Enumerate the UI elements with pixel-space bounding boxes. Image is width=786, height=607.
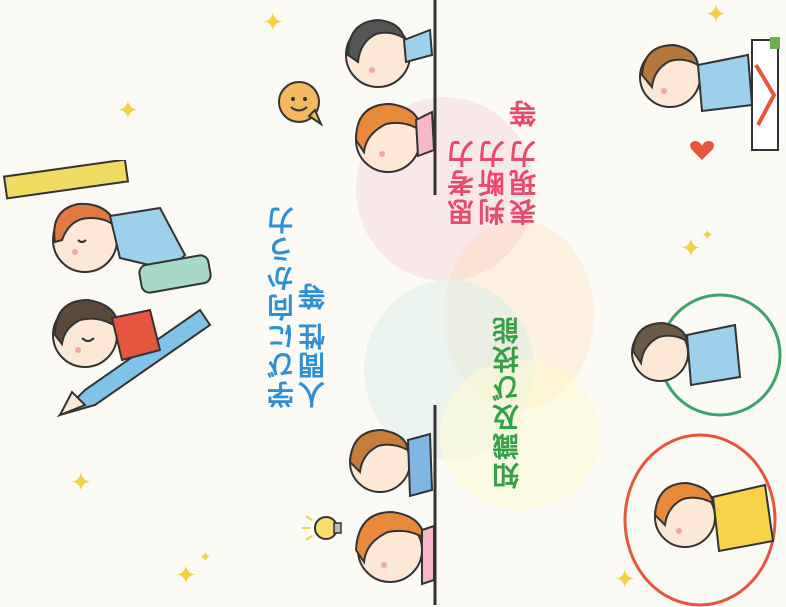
- label-line-2: 人間性 等: [299, 280, 331, 408]
- label-shikouryoku: 思考力 判断力 表現力 等: [448, 98, 541, 225]
- lightbulb-icon: [302, 515, 342, 541]
- sparkle-icon: ✦: [680, 234, 702, 264]
- label-line-1: 学びに向かう力: [268, 205, 299, 408]
- label-chishiki-oyobi-ginou: 知識及び技能: [493, 315, 524, 489]
- kids-studying-at-desk: [348, 405, 437, 605]
- sparkle-icon: ✦: [262, 8, 284, 38]
- sparkle-icon: ✦: [175, 561, 197, 591]
- label-line-2: 判断力: [479, 138, 511, 226]
- yellow-bg-blob: [440, 360, 600, 510]
- sparkle-icon: ✦: [199, 548, 212, 566]
- kids-with-big-ruler-and-pencil: [2, 160, 212, 418]
- child-painting: [639, 37, 780, 151]
- sparkle-icon: ✦: [117, 96, 139, 126]
- sparkle-icon: ✦: [701, 226, 714, 244]
- label-line-3: 表現力 等: [510, 98, 542, 226]
- sparkle-icon: ✦: [70, 468, 92, 498]
- kids-raising-hands-at-desk: [345, 0, 437, 195]
- smiley-speech-bubble-icon: [278, 81, 324, 127]
- label-manabi-ni-mukau-chikara: 学びに向かう力 人間性 等: [268, 205, 330, 408]
- label-line-1: 思考力: [448, 138, 479, 226]
- sparkle-icon: ✦: [614, 565, 636, 595]
- kids-jumping-rope: [623, 293, 782, 607]
- sparkle-icon: ✦: [705, 0, 727, 30]
- heart-icon: [690, 141, 714, 160]
- label-line-1: 知識及び技能: [493, 315, 524, 489]
